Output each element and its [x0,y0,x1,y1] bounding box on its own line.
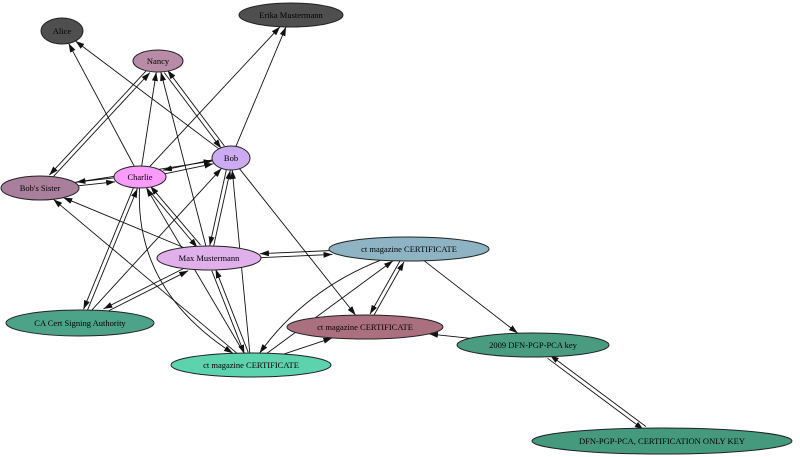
edge-bob-nancy [167,69,225,147]
edge-ctblue-max [259,250,333,257]
edge-bob-erika [235,26,287,147]
edge-charlie-ctturq [138,187,234,354]
edge-ca-charlie [86,188,138,311]
node-dfnonly [531,427,793,455]
edge-ca-bob [91,168,222,311]
edge-dfn2009-dfnonly [547,357,644,431]
edge-max-ctblue [260,251,333,259]
edge-ctblue-ctturq [259,259,381,354]
edge-bob-alice [75,40,220,150]
node-erika [238,2,344,28]
edge-dfnonly-dfn2009 [549,354,647,427]
node-bob [211,145,251,171]
node-dfn2009 [456,332,610,358]
edge-bob-max [208,169,227,246]
edge-ctmauve-ctblue [373,261,405,317]
edge-bob-ctmauve [239,168,356,316]
edge-max-charlie [149,185,201,246]
edge-ctturq-sister [53,198,238,354]
node-charlie [113,165,167,189]
node-max [156,245,262,271]
edge-charlie-alice [68,43,135,167]
edge-sister-charlie [76,179,116,187]
node-ctblue [328,236,490,262]
edge-charlie-bob [163,162,214,175]
edge-ctturq-ctblue [266,260,394,354]
edge-sister-nancy [51,72,151,179]
edge-max-bob [213,170,232,247]
edge-ctturq-max [215,269,249,353]
node-nancy [132,49,184,73]
node-alice [40,17,84,45]
edge-ctblue-dfn2009 [423,260,519,334]
edge-ctturq-ctmauve [283,337,333,355]
edge-ca-max [105,270,189,313]
edge-charlie-erika [149,26,281,168]
edge-ctblue-ctmauve [369,259,401,315]
edge-max-nancy [160,71,207,247]
edge-charlie-max [146,188,198,248]
edge-dfn2009-ctmauve [428,331,471,339]
node-ctturq [170,352,332,378]
edge-ctturq-charlie [145,187,245,354]
node-sister [0,175,80,201]
node-ca [5,309,155,337]
edge-max-ca [103,266,187,310]
edge-nancy-bob [163,72,222,149]
edge-charlie-ca [83,186,135,310]
node-ctmauve [286,314,444,340]
edge-nancy-sister [48,69,148,176]
edge-max-ctturq [211,270,245,354]
edge-charlie-nancy [141,71,158,167]
